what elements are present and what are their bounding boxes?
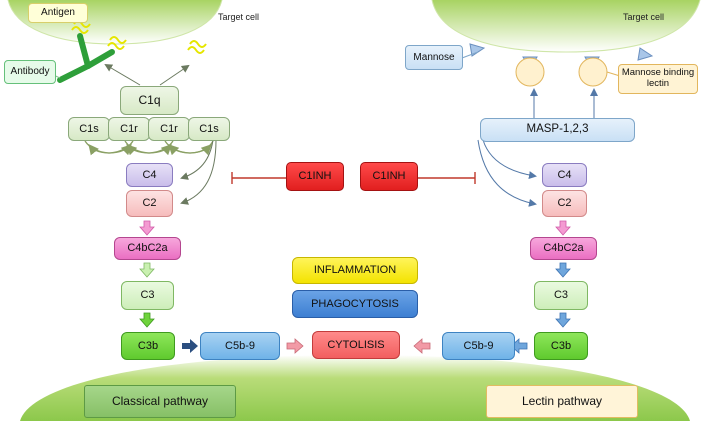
c5b9-right-box: C5b-9	[442, 332, 515, 360]
c5b9-left-box: C5b-9	[200, 332, 280, 360]
lectin-pathway-label: Lectin pathway	[486, 385, 638, 418]
target-cell-label-right: Target cell	[623, 12, 665, 22]
c4-right-box: C4	[542, 163, 587, 187]
c4bc2a-right-box: C4bC2a	[530, 237, 597, 260]
arrow-c3b-to-c5b9-right	[510, 338, 528, 354]
c1inh-left-box: C1INH	[286, 162, 344, 191]
mbl-label: Mannose binding lectin	[618, 64, 698, 94]
arrow-c5b9-to-cytolisis-left	[286, 338, 304, 354]
c3-right-box: C3	[534, 281, 588, 310]
mbl-circle-left	[515, 57, 545, 87]
c1q-box: C1q	[120, 86, 179, 115]
target-cell-right-membrane	[432, 0, 700, 52]
arrow-c5b9-to-cytolisis-right	[413, 338, 431, 354]
c3-left-box: C3	[121, 281, 174, 310]
right-cascade-arrows	[555, 220, 571, 328]
cytolisis-box: CYTOLISIS	[312, 331, 400, 359]
inflammation-box: INFLAMMATION	[292, 257, 418, 284]
left-cascade-arrows	[139, 220, 155, 328]
antibody-icon	[57, 33, 115, 83]
arrow-c3b-to-c5b9-left	[182, 339, 198, 353]
masp-box: MASP-1,2,3	[480, 118, 635, 142]
c2-left-box: C2	[126, 190, 173, 217]
target-cell-label-left: Target cell	[218, 12, 260, 22]
c2-right-box: C2	[542, 190, 587, 217]
c1r-right-box: C1r	[148, 117, 190, 141]
mbl-circle-right	[578, 57, 608, 87]
c4bc2a-left-box: C4bC2a	[114, 237, 181, 260]
c1s-right-box: C1s	[188, 117, 230, 141]
antibody-label: Antibody	[4, 60, 56, 84]
c1s-left-box: C1s	[68, 117, 110, 141]
c4-left-box: C4	[126, 163, 173, 187]
c1r-left-box: C1r	[108, 117, 150, 141]
phagocytosis-box: PHAGOCYTOSIS	[292, 290, 418, 318]
antigen-label: Antigen	[28, 3, 88, 23]
classical-pathway-label: Classical pathway	[84, 385, 236, 418]
c3b-left-box: C3b	[121, 332, 175, 360]
mannose-label: Mannose	[405, 45, 463, 70]
c1inh-right-box: C1INH	[360, 162, 418, 191]
c3b-right-box: C3b	[534, 332, 588, 360]
